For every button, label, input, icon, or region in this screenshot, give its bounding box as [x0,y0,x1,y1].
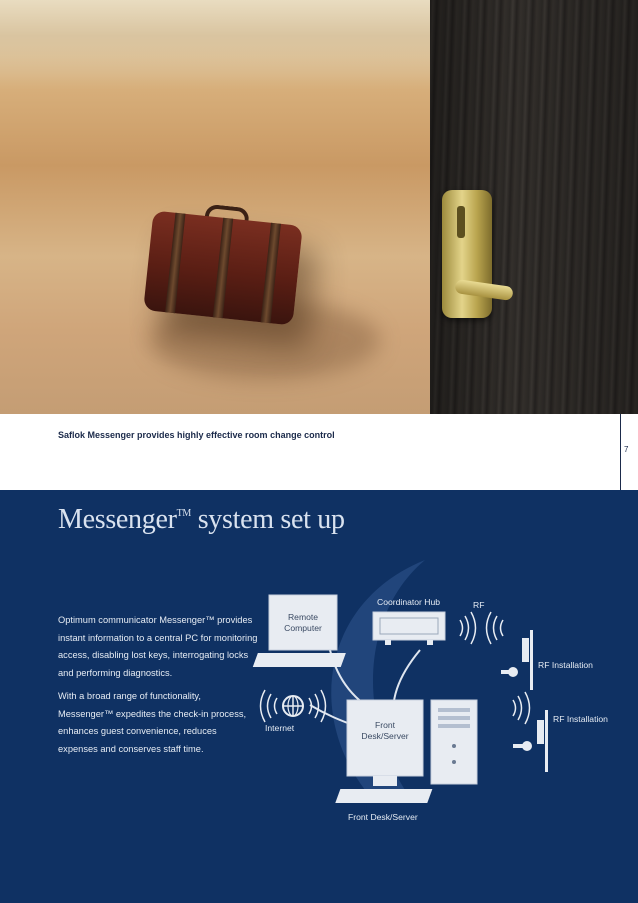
diagram-artwork [252,560,548,803]
door-lock-1-icon [501,630,533,690]
suitcase-strap [165,212,186,314]
remote-computer-label: Remote Computer [284,612,322,633]
rf-label: RF [473,600,485,610]
remote-computer-icon [252,594,346,667]
front-desk-server-label: Front Desk/Server [348,812,418,822]
suitcase-strap [212,217,234,319]
title-word: Messenger [58,504,177,535]
door-lock-2-icon [513,710,548,772]
front-desk-computer-icon [335,699,433,803]
title-rest: system set up [191,504,345,535]
sea-haze [0,0,430,90]
rf-waves-icon [459,611,504,645]
suitcase-image [143,210,303,326]
photo-caption: Saflok Messenger provides highly effecti… [58,430,335,440]
hero-photo [0,0,638,414]
trademark-mark: TM [176,508,192,519]
functionality-paragraph: With a broad range of functionality, Mes… [58,691,247,754]
rf-installation-label: RF Installation [538,660,593,670]
intro-paragraph: Optimum communicator Messenger™ provides… [58,615,258,678]
rf-waves-icon [259,689,327,723]
coordinator-hub-icon [372,611,446,645]
rf-waves-icon [512,691,531,725]
internet-label: Internet [265,723,295,733]
margin-rule [620,414,621,490]
setup-panel [0,490,638,903]
coordinator-hub-label: Coordinator Hub [377,597,441,607]
server-tower-icon [430,699,478,785]
rf-installation-label: RF Installation [553,714,608,724]
suitcase-strap [260,222,281,324]
internet-globe-icon [282,695,304,717]
page-number: 7 [624,445,629,454]
card-slot [457,206,465,238]
door-lock-image [442,190,492,318]
section-title: MessengerTM system set up [58,504,345,536]
front-desk-screen-label: Front Desk/Server [361,720,409,741]
system-diagram: Coordinator Hub RF Remote Computer RF In… [245,540,638,840]
caption-bar [0,414,638,490]
